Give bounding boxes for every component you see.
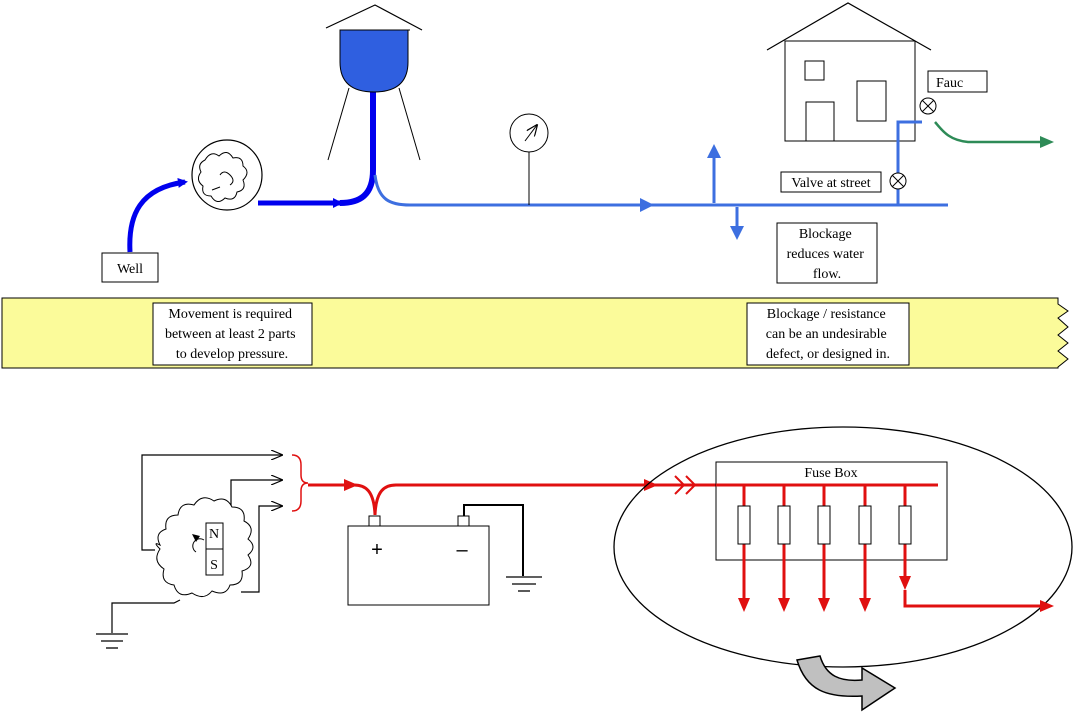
faucet-valve-icon [919, 97, 937, 115]
faucet-label-box [927, 70, 988, 93]
generator-ground-icon [96, 633, 128, 649]
double-chevron-icon [674, 475, 697, 495]
banner-right-note: Blockage / resistance can be an undesira… [766, 307, 890, 362]
pressure-gauge-icon [509, 113, 549, 205]
battery-plus-label: + [371, 539, 383, 561]
fuse-4 [858, 505, 872, 545]
water-tower-icon [325, 4, 423, 161]
fuse-3 [817, 505, 831, 545]
faucet-label: Fauc [936, 76, 963, 91]
battery-tap-wire [353, 483, 377, 516]
banner-left-line-3: to develop pressure. [176, 347, 288, 362]
pump-icon [191, 139, 263, 211]
battery-icon [347, 515, 490, 606]
torn-banner: Movement is required between at least 2 … [1, 297, 1069, 369]
water-system: Well [101, 2, 1054, 284]
blockage-line-3: flow. [813, 267, 841, 282]
fuse-1 [737, 505, 751, 545]
generator-leads [111, 455, 282, 633]
circuit-5 [903, 590, 1054, 612]
blockage-line-2: reduces water [787, 247, 865, 262]
banner-right-note-box [746, 302, 910, 366]
fuse-box-label: Fuse Box [804, 466, 857, 481]
street-valve-icon [889, 172, 907, 190]
banner-left-line-1: Movement is required [168, 307, 292, 322]
magnet-south-label: S [210, 558, 218, 573]
valve-label: Valve at street [791, 176, 870, 191]
fusebox-highlight-ellipse [613, 426, 1073, 668]
faucet-outflow [934, 121, 1054, 148]
tower-downpipe [339, 88, 376, 206]
magnet-north-label: N [209, 527, 219, 542]
banner-left-note-box [152, 302, 313, 366]
banner-right-line-3: defect, or designed in. [766, 347, 890, 362]
battery-ground-wire [463, 504, 524, 576]
well-label-box [101, 252, 159, 283]
banner-right-line-2: can be an undesirable [766, 327, 887, 342]
blockage-line-1: Blockage [799, 227, 852, 242]
banner-left-note: Movement is required between at least 2 … [165, 307, 299, 362]
main-pipe [373, 174, 654, 212]
combining-brace [291, 454, 309, 512]
generator-icon [155, 497, 254, 597]
fuse-5 [898, 505, 912, 545]
fuse-circuits [737, 485, 1054, 612]
well-pipe [127, 177, 188, 253]
valve-label-box [780, 171, 882, 193]
fuse-2 [777, 505, 791, 545]
electrical-system: N S + – Fuse Box [96, 426, 1073, 712]
curved-arrow-icon [796, 655, 897, 712]
well-label: Well [117, 262, 143, 277]
main-wire-to-fusebox [373, 479, 658, 516]
banner-left-line-2: between at least 2 parts [165, 327, 296, 342]
banner-right-line-1: Blockage / resistance [767, 307, 886, 322]
battery-minus-label: – [456, 539, 468, 561]
blockage-label: Blockage reduces water flow. [787, 227, 868, 282]
house-icon [766, 2, 932, 142]
blockage-label-box [776, 222, 878, 284]
battery-ground-icon [506, 576, 542, 592]
